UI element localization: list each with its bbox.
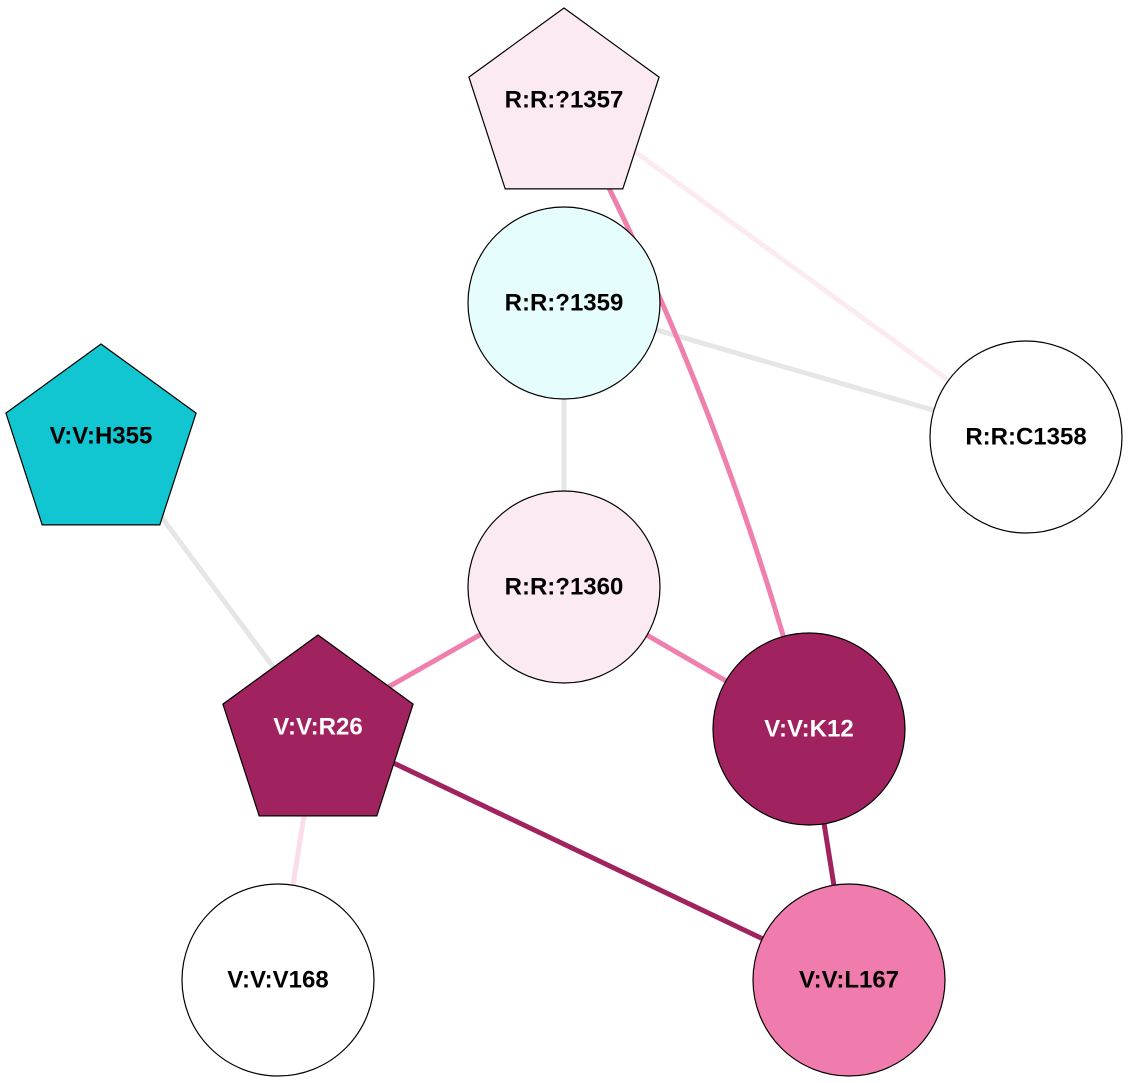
node-label: R:R:?1357 [505,87,624,114]
node-label: R:R:C1358 [965,424,1086,451]
node-pentagon-shape [222,634,414,817]
node-label: R:R:?1359 [505,290,624,317]
node-circle-shape [467,490,661,684]
node-label: V:V:H355 [50,423,153,450]
node-r-r-1357[interactable]: R:R:?1357 [468,7,660,190]
node-label: V:V:V168 [227,967,328,994]
node-v-v-k12[interactable]: V:V:K12 [712,632,906,826]
node-circle-shape [752,883,946,1077]
node-v-v-l167[interactable]: V:V:L167 [752,883,946,1077]
node-pentagon-shape [468,7,660,190]
node-label: V:V:R26 [273,714,362,741]
node-label: R:R:?1360 [505,574,624,601]
node-circle-shape [467,206,661,400]
node-label: V:V:K12 [764,716,853,743]
node-v-v-r26[interactable]: V:V:R26 [222,634,414,817]
node-r-r-1359[interactable]: R:R:?1359 [467,206,661,400]
node-v-v-h355[interactable]: V:V:H355 [5,343,197,526]
node-r-r-c1358[interactable]: R:R:C1358 [929,340,1123,534]
edge-nR26-nL167 [316,724,851,983]
node-circle-shape [181,883,375,1077]
node-circle-shape [712,632,906,826]
node-label: V:V:L167 [799,967,899,994]
node-pentagon-shape [5,343,197,526]
node-r-r-1360[interactable]: R:R:?1360 [467,490,661,684]
node-v-v-v168[interactable]: V:V:V168 [181,883,375,1077]
node-circle-shape [929,340,1123,534]
